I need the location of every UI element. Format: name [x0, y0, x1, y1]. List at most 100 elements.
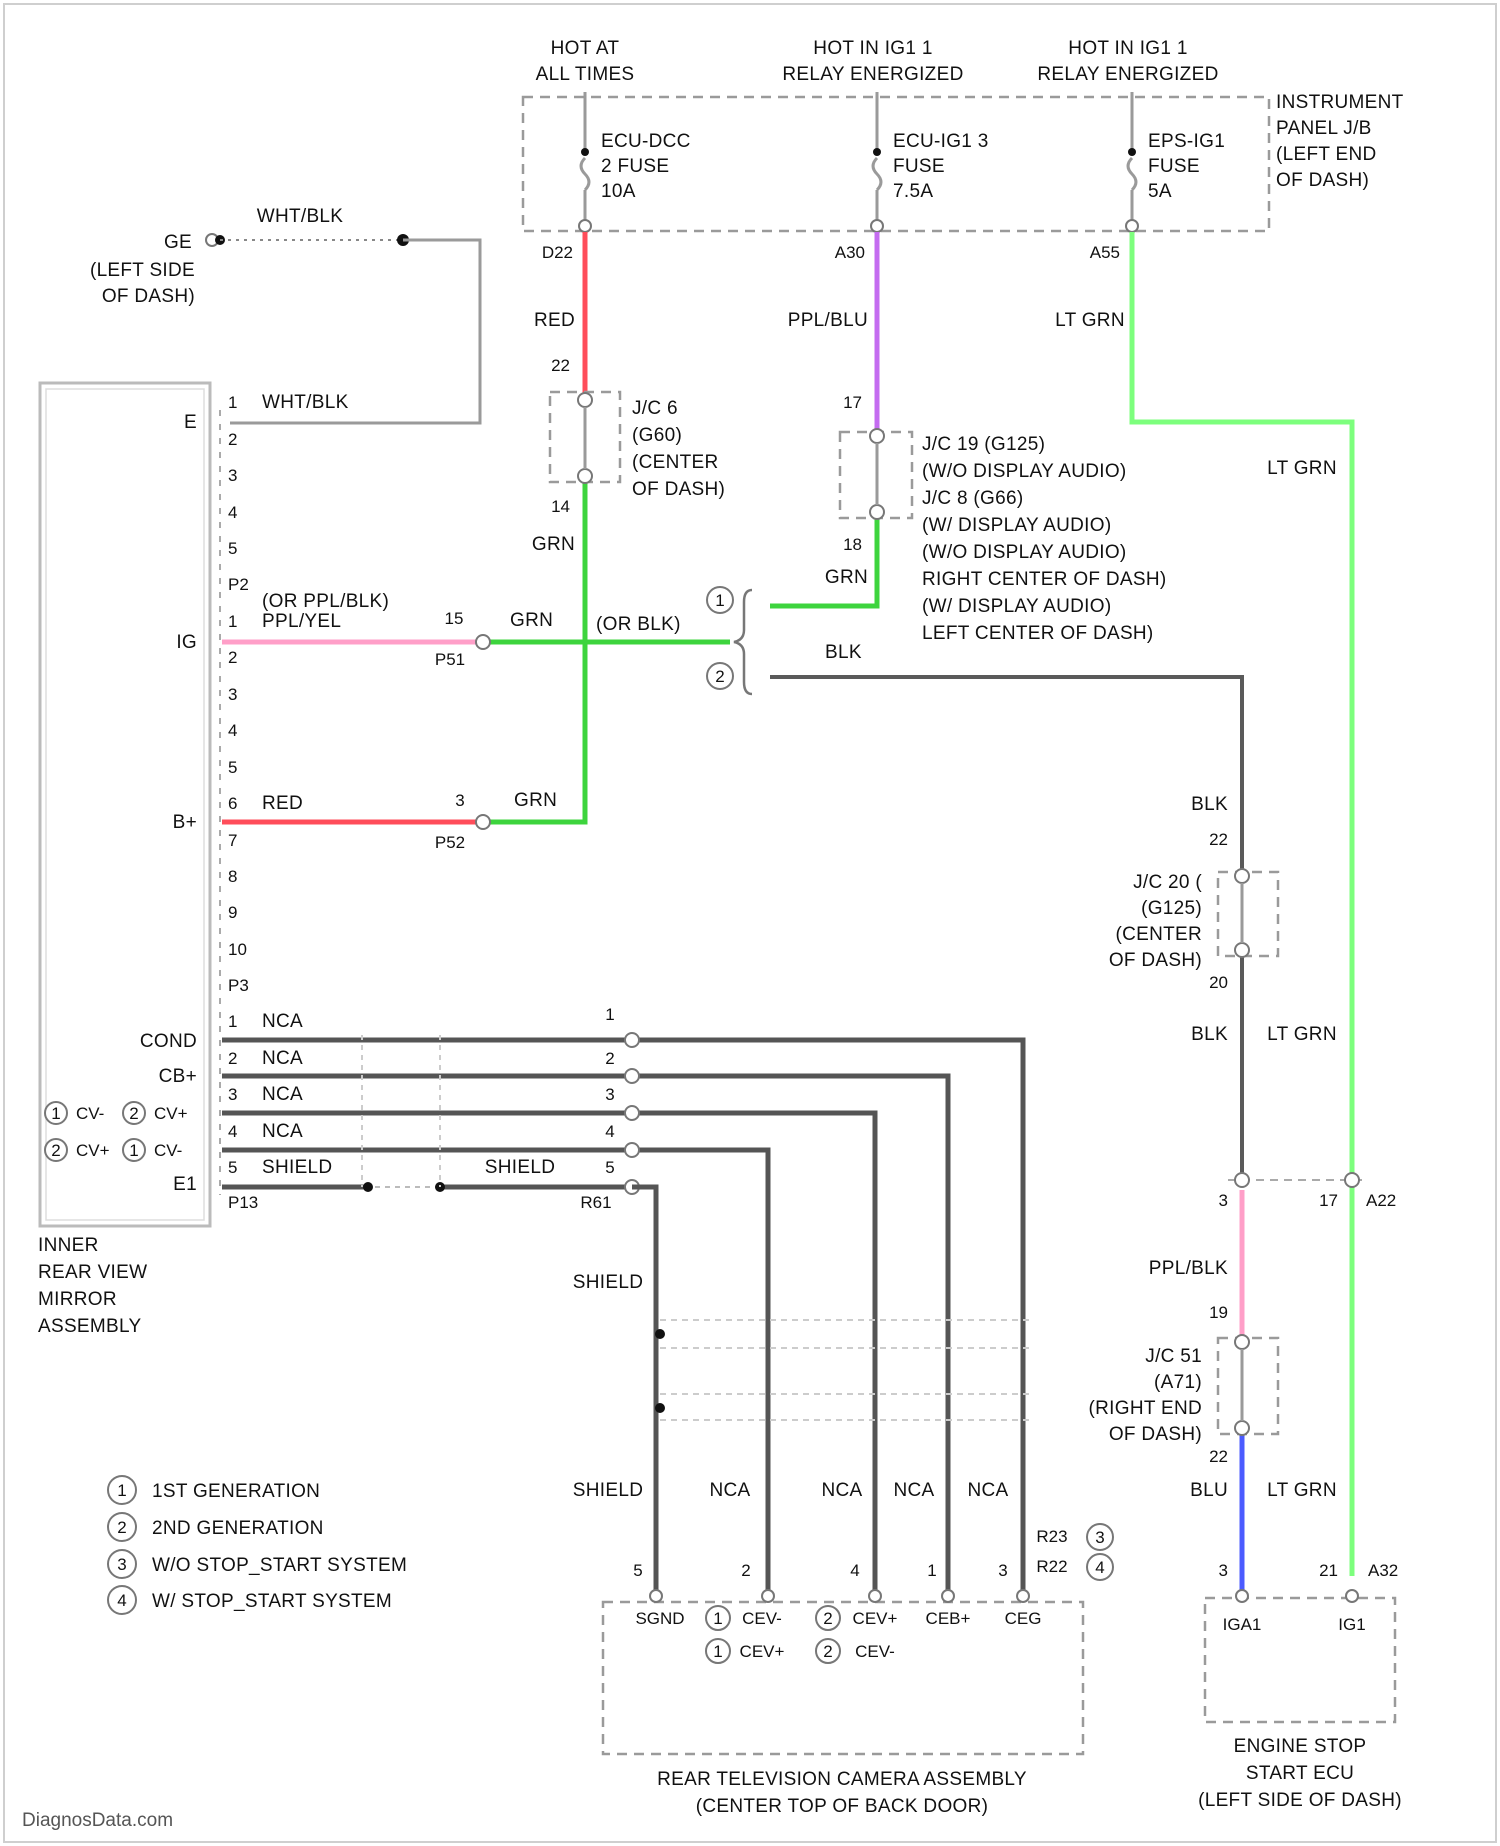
pin-p3-1: 1	[228, 612, 237, 631]
cam-wire-2: NCA	[709, 1480, 750, 1501]
svg-text:2: 2	[129, 1104, 138, 1123]
pin-p3-7: 7	[228, 831, 237, 850]
splice-area: 15 P51 GRN (OR BLK) 3 P52 GRN 1 2 BLK	[435, 587, 862, 852]
fuse1-pin: D22	[542, 243, 573, 262]
svg-text:2: 2	[51, 1141, 60, 1160]
fuse3-line3: 5A	[1148, 181, 1172, 202]
bottom-wire-4: NCA	[262, 1121, 303, 1142]
cam-term-sym-2-text: 2	[823, 1609, 832, 1628]
ecu-name-1: ENGINE STOP	[1234, 1736, 1367, 1757]
jb-name-4: OF DASH)	[1276, 170, 1369, 191]
header-col2-line1: HOT IN IG1 1	[813, 38, 932, 59]
sub-label-cv-minus-2: CV-	[154, 1141, 182, 1160]
mirror-label-ig: IG	[176, 632, 197, 653]
r61-pin-4: 4	[605, 1122, 614, 1141]
ig-wire-label-1: (OR PPL/BLK)	[262, 591, 389, 612]
jc19-name-7: (W/ DISPLAY AUDIO)	[922, 596, 1111, 617]
jc19-name-1: J/C 19 (G125)	[922, 434, 1045, 455]
jc6-pin-bottom: 14	[551, 497, 570, 516]
fuse3-pin: A55	[1090, 243, 1120, 262]
p51-terminal	[476, 635, 490, 649]
fuse-ecu-ig1-3: ECU-IG1 3 FUSE 7.5A A30	[835, 92, 989, 262]
legend-text-2: 2ND GENERATION	[152, 1518, 324, 1539]
wire-grn-jc6	[488, 478, 585, 822]
cam-term-cev-minus-2: CEV-	[855, 1642, 895, 1661]
jc6-wire-bottom: GRN	[532, 534, 575, 555]
jc6-name-4: OF DASH)	[632, 479, 725, 500]
jc20-name-3: (CENTER	[1115, 924, 1202, 945]
jc20-pin-bottom: 20	[1209, 973, 1228, 992]
jb-name-3: (LEFT END	[1276, 144, 1377, 165]
jc20-wire-bottom: BLK	[1191, 1024, 1228, 1045]
a22-pin-left: 3	[1219, 1191, 1228, 1210]
sub-label-cv-plus-2: CV+	[76, 1141, 110, 1160]
cam-term-sym-4-text: 2	[823, 1642, 832, 1661]
engine-stop-start-ecu: 3 21 A32 IGA1 IG1 ENGINE STOP START ECU …	[1198, 1561, 1402, 1811]
r61-pin-5: 5	[605, 1158, 614, 1177]
r61-pin-1: 1	[605, 1005, 614, 1024]
pin-p13-4: 4	[228, 1122, 237, 1141]
jc51-wire-bottom: BLU	[1190, 1480, 1228, 1501]
legend-sym-1-text: 1	[117, 1481, 126, 1500]
cam-pin-4: 1	[927, 1561, 936, 1580]
wire-grn-jc19	[770, 515, 877, 606]
cam-term-cev-plus: CEV+	[853, 1609, 898, 1628]
cam-term-sym-1-text: 1	[713, 1609, 722, 1628]
bottom-wire-2: NCA	[262, 1048, 303, 1069]
inner-rear-view-mirror-assembly: E IG B+ COND CB+ E1 1 CV- 2 CV+ 2 CV+ 1 …	[38, 383, 389, 1337]
connector-a22: 3 17 A22	[1219, 1173, 1397, 1210]
legend-sym-2-text: 2	[117, 1518, 126, 1537]
fuse3-line1: EPS-IG1	[1148, 131, 1225, 152]
jb-name-2: PANEL J/B	[1276, 118, 1372, 139]
ground-loc-1: (LEFT SIDE	[90, 260, 195, 281]
jc19-name-6: RIGHT CENTER OF DASH)	[922, 569, 1167, 590]
pin-p3-3: 3	[228, 685, 237, 704]
mirror-label-cond: COND	[140, 1031, 197, 1052]
cam-term-ceb-plus: CEB+	[926, 1609, 971, 1628]
ecu-term-1: IGA1	[1223, 1615, 1262, 1634]
jc20: BLK 22 20 BLK LT GRN J/C 20 ( (G125) (CE…	[1109, 794, 1337, 1045]
mirror-name-2: REAR VIEW	[38, 1262, 147, 1283]
jc19-name-2: (W/O DISPLAY AUDIO)	[922, 461, 1127, 482]
fuse2-pin: A30	[835, 243, 865, 262]
pin-p3-5: 5	[228, 758, 237, 777]
bus-line-5b	[440, 1187, 656, 1590]
header-col3-line2: RELAY ENERGIZED	[1037, 64, 1218, 85]
jc6-name-1: J/C 6	[632, 398, 678, 419]
r61-pin-2: 2	[605, 1049, 614, 1068]
jc51: PPL/BLK 19 22 BLU LT GRN J/C 51 (A71) (R…	[1089, 1258, 1337, 1501]
fuse2-line3: 7.5A	[893, 181, 933, 202]
rear-television-camera-assembly: SGND 1 CEV- 2 CEV+ CEB+ CEG 1 CEV+ 2 CEV…	[603, 1590, 1083, 1817]
pin-p2-4: 4	[228, 503, 237, 522]
pin-p13-2: 2	[228, 1049, 237, 1068]
jc6-name-2: (G60)	[632, 425, 682, 446]
header-col1-line2: ALL TIMES	[536, 64, 635, 85]
fuse-eps-ig1: EPS-IG1 FUSE 5A A55	[1090, 92, 1225, 262]
jc51-name-3: (RIGHT END	[1089, 1398, 1202, 1419]
mirror-label-b: B+	[173, 812, 197, 833]
jc19-name-8: LEFT CENTER OF DASH)	[922, 623, 1154, 644]
watermark: DiagnosData.com	[22, 1810, 173, 1831]
legend-text-1: 1ST GENERATION	[152, 1481, 320, 1502]
shield-label-mid: SHIELD	[573, 1272, 643, 1293]
pin-p3-4: 4	[228, 721, 237, 740]
ecu-pin-label: A32	[1368, 1561, 1398, 1580]
jc19-name-5: (W/O DISPLAY AUDIO)	[922, 542, 1127, 563]
cam-wire-1: SHIELD	[573, 1480, 643, 1501]
mirror-name-1: INNER	[38, 1235, 99, 1256]
jc51-wire-right: LT GRN	[1267, 1480, 1337, 1501]
a22-pin-right: 17	[1319, 1191, 1338, 1210]
cam-term-sym-3-text: 1	[713, 1642, 722, 1661]
r23-label: R23	[1036, 1527, 1067, 1546]
mirror-box	[40, 383, 210, 1226]
fuse1-line1: ECU-DCC	[601, 131, 691, 152]
bus-line-1	[222, 1040, 1023, 1590]
p51-wire-grn: GRN	[510, 610, 553, 631]
p52-terminal	[476, 815, 490, 829]
fuse1-line2: 2 FUSE	[601, 156, 669, 177]
fuse3-line2: FUSE	[1148, 156, 1200, 177]
p52-label: P52	[435, 833, 465, 852]
jc19: 17 18 PPL/BLU GRN J/C 19 (G125) (W/O DIS…	[788, 310, 1167, 644]
conn-p13: P13	[228, 1193, 258, 1212]
cam-term-sgnd: SGND	[635, 1609, 684, 1628]
